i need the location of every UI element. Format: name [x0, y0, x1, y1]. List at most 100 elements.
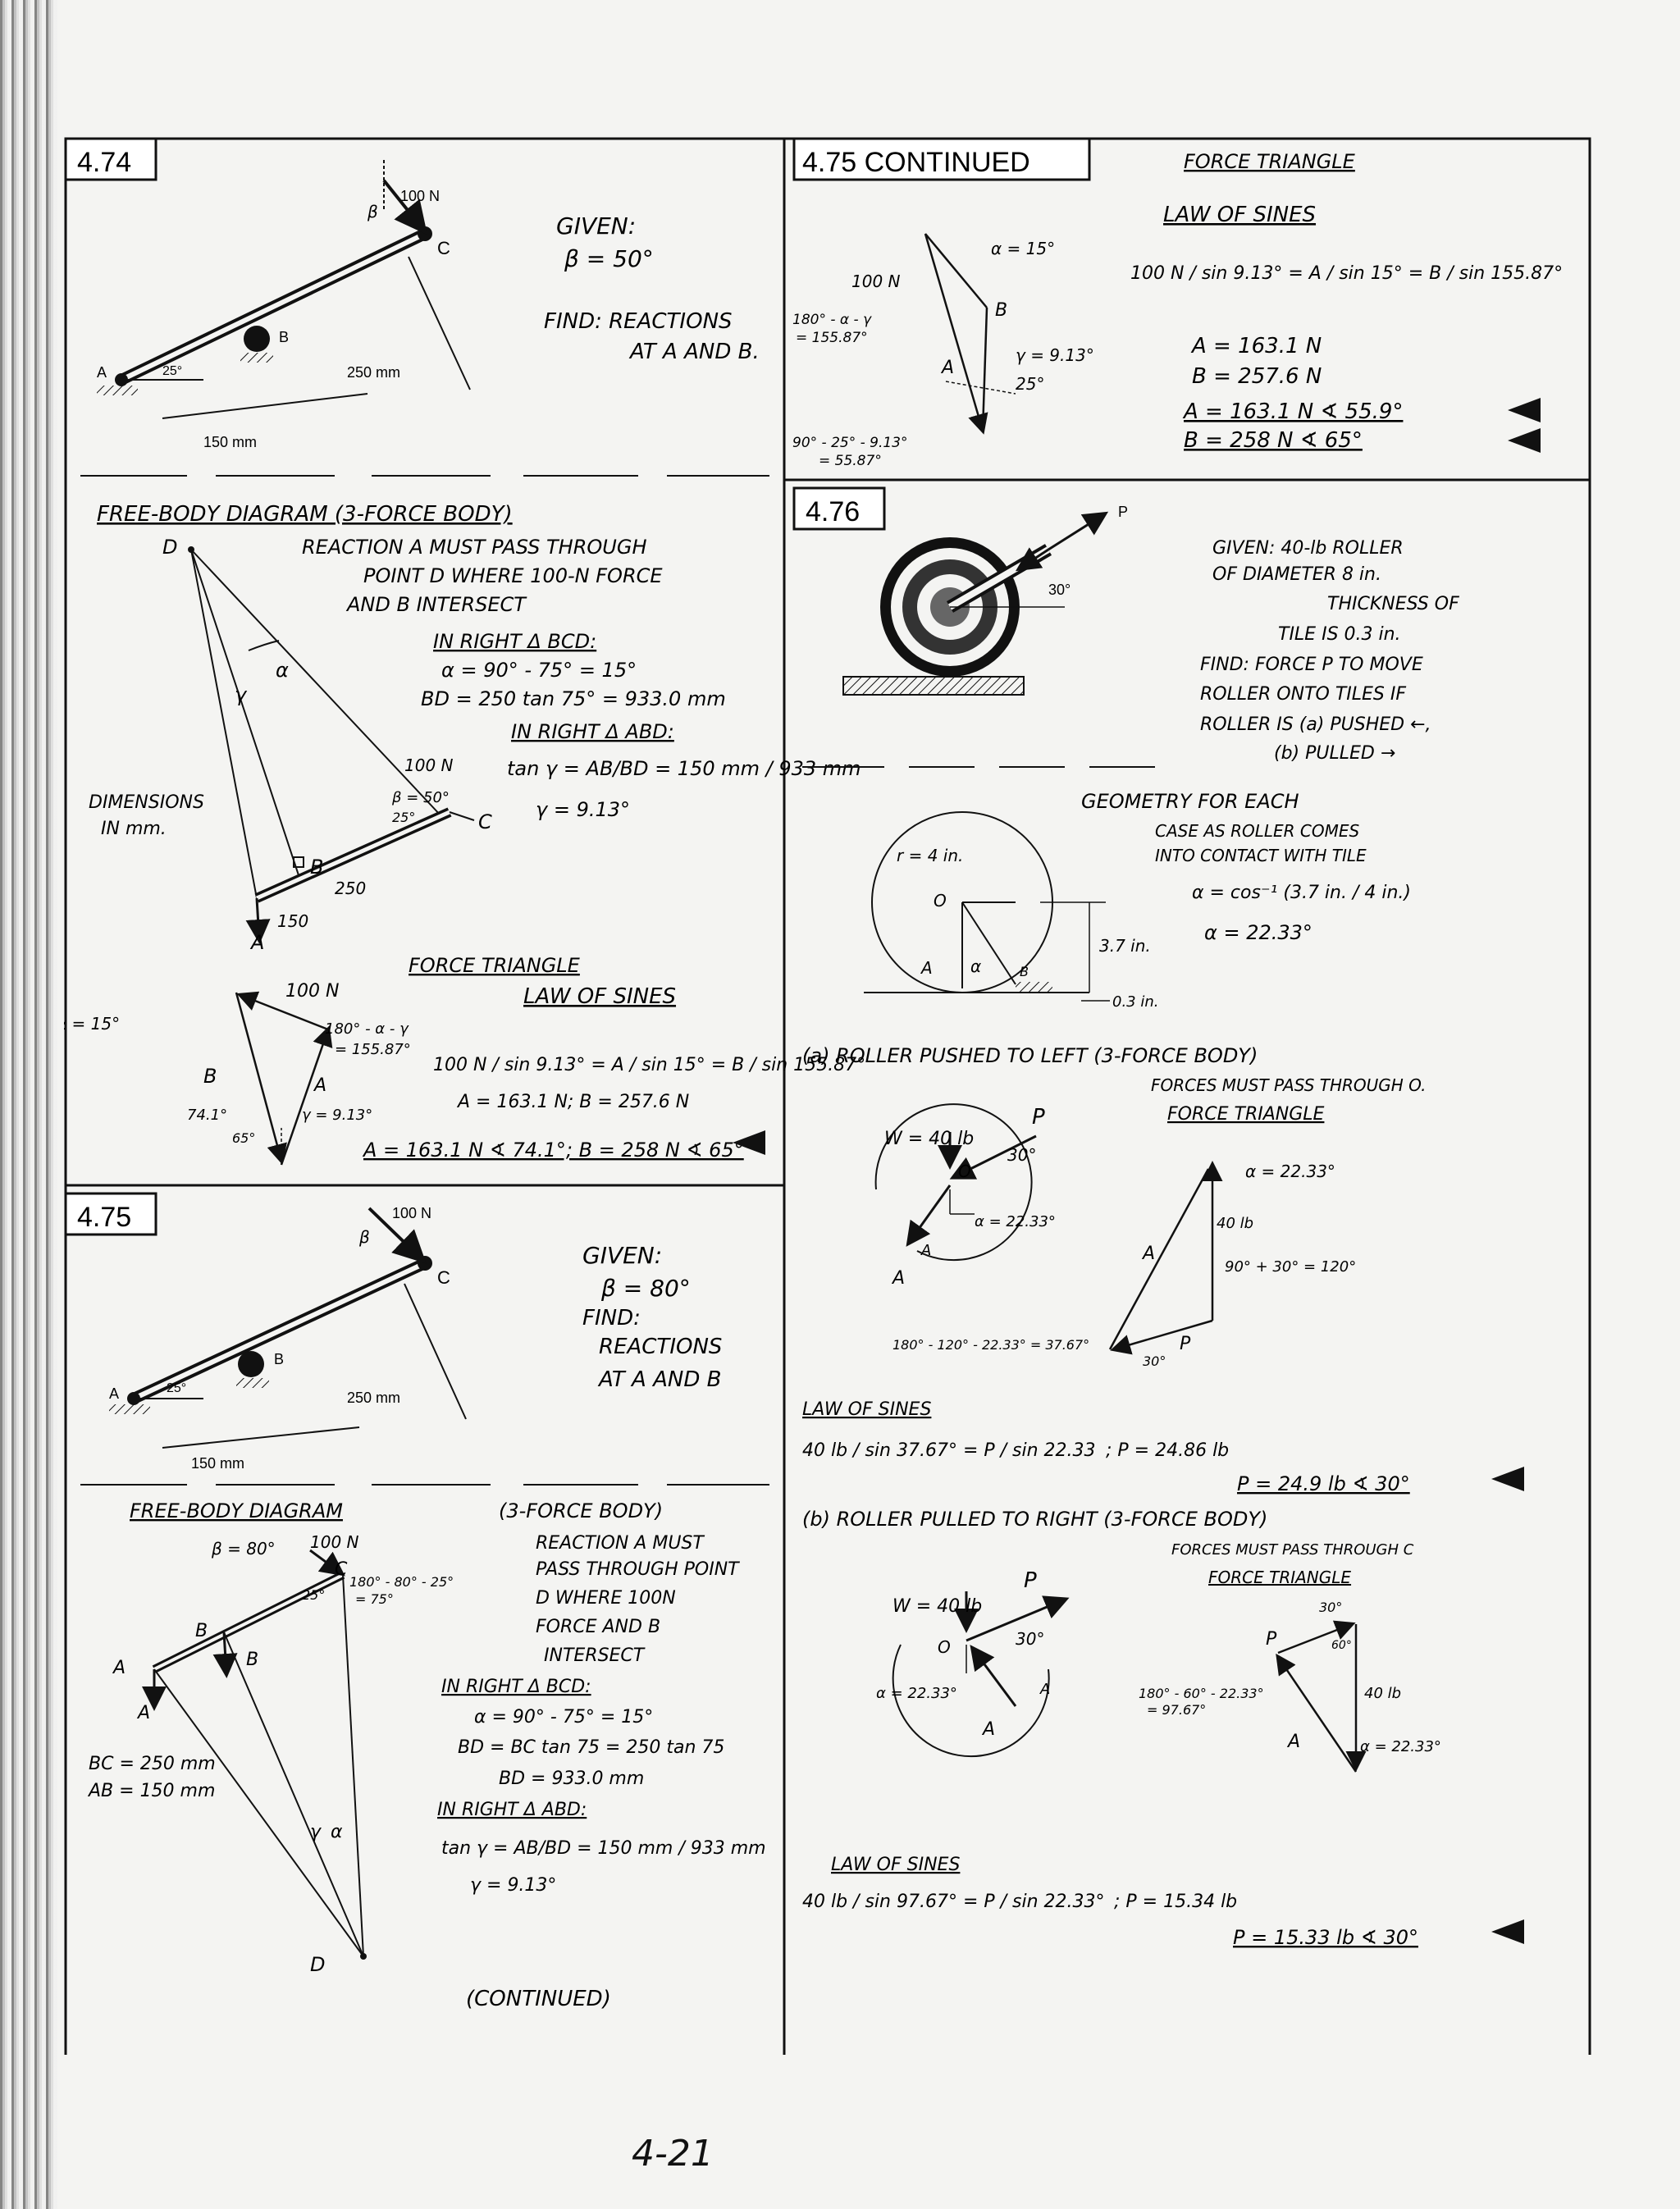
force-label: 100 N	[392, 1205, 431, 1221]
answer-b: B = 258 N ∢ 65°	[1184, 428, 1363, 453]
geometry-text-1: CASE AS ROLLER COMES	[1155, 821, 1359, 841]
calc-line-1: IN RIGHT Δ BCD:	[433, 630, 596, 653]
geometry-heading: GEOMETRY FOR EACH	[1081, 790, 1299, 813]
case-a-text-2: FORCE TRIANGLE	[1167, 1104, 1325, 1125]
problem-label: 4.74	[77, 147, 131, 178]
fbd-point-c: C	[478, 810, 492, 833]
calc-line-5: IN RIGHT Δ ABD:	[437, 1800, 587, 1820]
case-a-answer: P = 24.9 lb ∢ 30°	[1237, 1472, 1410, 1495]
problem-4-75-continued: 4.75 CONTINUED FORCE TRIANGLE LAW OF SIN…	[792, 137, 1563, 469]
fbd-force: 100 N	[404, 755, 454, 775]
tri-a: A	[1141, 1244, 1155, 1264]
tri-alpha: α = 15°	[991, 239, 1055, 258]
solution-drawing: 4.74 100 N β C A B 25° 250 mm 150 mm GIV…	[64, 137, 1591, 2055]
angle-label: 25°	[162, 364, 182, 378]
center-o-label: O	[938, 1637, 951, 1657]
tri-last-angle-value: = 55.87°	[819, 453, 882, 469]
problem-label: 4.75 CONTINUED	[802, 147, 1030, 178]
fbd-text-1: REACTION A MUST	[536, 1533, 705, 1554]
find-line-2: AT A AND B.	[628, 340, 760, 364]
law-of-sines-heading: LAW OF SINES	[1163, 203, 1316, 227]
calc-line-7: γ = 9.13°	[470, 1875, 556, 1896]
angle-30-label: 30°	[1007, 1145, 1036, 1165]
case-b-answer: P = 15.33 lb ∢ 30°	[1233, 1926, 1418, 1949]
calc-line-2: α = 90° - 75° = 15°	[474, 1707, 653, 1727]
find-line-3: AT A AND B	[597, 1367, 721, 1392]
fbd-text-1: REACTION A MUST PASS THROUGH	[302, 536, 647, 559]
answer-marker-icon	[1491, 1919, 1524, 1944]
tri-gamma: γ = 9.13°	[1016, 345, 1094, 365]
fbd-b-vector: B	[246, 1650, 258, 1670]
tri-angle-value: = 155.87°	[796, 330, 868, 346]
dims-note-2: IN mm.	[101, 819, 167, 839]
tri-angle: 180° - α - γ	[325, 1020, 409, 1038]
force-arrow-icon	[382, 179, 427, 235]
tri-alpha: α = 22.33°	[1245, 1162, 1335, 1181]
given-heading: GIVEN:	[556, 212, 636, 240]
fbd-point-a: A	[112, 1658, 126, 1678]
geometry-text-2: INTO CONTACT WITH TILE	[1155, 846, 1367, 865]
weight-label: W = 40 lb	[892, 1596, 982, 1617]
given-line-2: OF DIAMETER 8 in.	[1212, 564, 1381, 585]
tri-b: B	[203, 1065, 217, 1088]
tri-angle: 90° + 30° = 120°	[1225, 1258, 1356, 1276]
tri-force: 100 N	[285, 981, 339, 1002]
weight-label: W = 40 lb	[884, 1129, 974, 1149]
fbd-subheading: (3-FORCE BODY)	[499, 1499, 663, 1522]
length-150-label: 150 mm	[203, 434, 257, 450]
beta-label: β	[358, 1227, 370, 1247]
fbd-dim-250: 250	[335, 879, 366, 898]
point-b-label: B	[1020, 964, 1029, 979]
length-250-label: 250 mm	[347, 364, 400, 381]
scan-shadow-edge	[0, 0, 57, 2209]
reaction-values: A = 163.1 N; B = 257.6 N	[456, 1092, 689, 1112]
point-b-label: B	[279, 329, 289, 345]
fbd-gamma: γ	[235, 683, 248, 706]
case-a-law-heading: LAW OF SINES	[802, 1399, 931, 1420]
find-line-3: ROLLER IS (a) PUSHED ←,	[1200, 714, 1431, 735]
beam-figure: 100 N β C A B 25° 250 mm 150 mm	[109, 1205, 467, 1472]
fbd-alpha: α	[331, 1822, 343, 1842]
answer-marker-icon	[733, 1130, 765, 1155]
tri-25: 25°	[1016, 374, 1044, 394]
beta-label: β	[367, 202, 378, 221]
tri-p: P	[1180, 1334, 1191, 1354]
page-number: 4-21	[632, 2133, 714, 2175]
fbd-point-b: B	[310, 856, 323, 879]
find-line-1: FIND: FORCE P TO MOVE	[1200, 655, 1423, 675]
problem-label-box	[64, 1192, 158, 1236]
fbd-beta: β = 80°	[211, 1539, 276, 1559]
point-a-label: A	[920, 1242, 931, 1259]
page-frame	[64, 137, 1591, 2055]
point-a-label: A	[97, 364, 107, 381]
fbd-gamma: γ	[310, 1822, 322, 1842]
result-b: B = 257.6 N	[1192, 364, 1322, 389]
calc-line-3: BD = BC tan 75 = 250 tan 75	[458, 1737, 724, 1758]
calc-line-6: tan γ = AB/BD = 150 mm / 933 mm	[441, 1838, 766, 1859]
law-of-sines-heading: LAW OF SINES	[523, 984, 676, 1009]
case-b-law-heading: LAW OF SINES	[831, 1855, 960, 1875]
calc-line-4: IN RIGHT Δ ABD:	[511, 720, 674, 743]
fbd-figure: β = 80° 100 N C 180° - 80° - 25° = 75° 2…	[112, 1532, 454, 1976]
case-b-text-2: FORCE TRIANGLE	[1208, 1568, 1351, 1587]
tri-a: A	[1286, 1732, 1300, 1752]
fbd-angle: 180° - 80° - 25°	[349, 1574, 454, 1590]
point-a-label: A	[920, 958, 933, 978]
given-line-1: GIVEN: 40-lb ROLLER	[1212, 538, 1404, 559]
reaction-a-label: A	[981, 1719, 995, 1740]
fbd-angle: 25°	[392, 810, 415, 825]
fbd-angle-value: = 75°	[355, 1591, 394, 1607]
force-arrow-icon	[368, 1207, 427, 1264]
height-0-3: 0.3 in.	[1112, 993, 1158, 1011]
length-150-label: 150 mm	[191, 1455, 244, 1472]
case-a-roller-figure: W = 40 lb P 30° O α = 22.33° A A	[874, 1103, 1056, 1289]
problem-label-box	[64, 137, 158, 181]
fbd-text-2: PASS THROUGH POINT	[536, 1559, 740, 1580]
angle-label: 25°	[167, 1381, 186, 1395]
fbd-point-d: D	[310, 1953, 325, 1976]
case-b-triangle-figure: 30° P 60° 180° - 60° - 22.33° = 97.67° A…	[1139, 1600, 1441, 1773]
case-b-heading: (b) ROLLER PULLED TO RIGHT (3-FORCE BODY…	[802, 1508, 1267, 1531]
tri-alpha: α = 22.33°	[1360, 1738, 1441, 1755]
dims-note-1: DIMENSIONS	[89, 792, 204, 813]
answer: A = 163.1 N ∢ 74.1°; B = 258 N ∢ 65°	[362, 1139, 744, 1162]
